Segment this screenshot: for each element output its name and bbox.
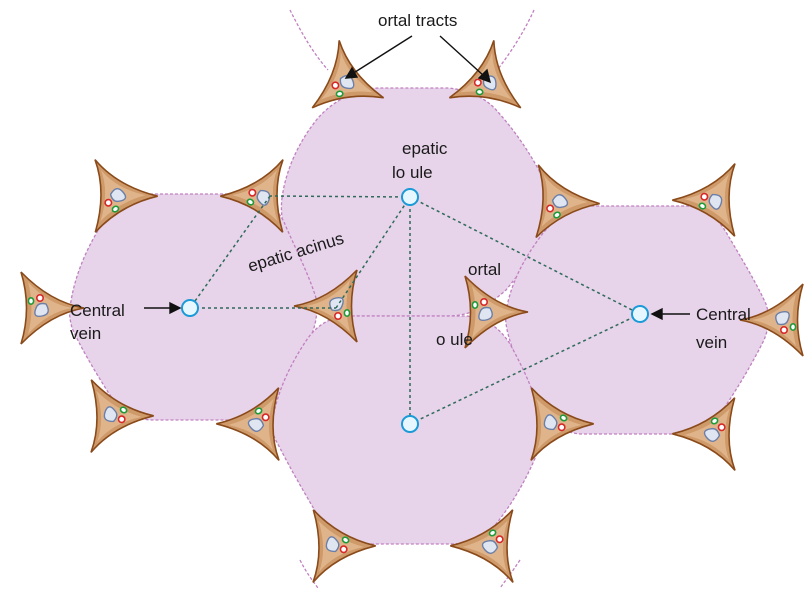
- arrowhead-icon: [169, 301, 182, 315]
- portal-tracts-label: ortal tracts: [378, 11, 457, 30]
- central-vein-right: [631, 305, 649, 323]
- central-veins: [181, 188, 649, 433]
- central-vein-bottom: [401, 415, 419, 433]
- portal-lobule-label-line2: o ule: [436, 330, 473, 349]
- acinus-edge: [269, 195, 411, 198]
- portal-lobule-edge: [409, 313, 641, 425]
- arrowhead-icon: [344, 66, 359, 79]
- acinus-edge: [189, 195, 271, 309]
- boundary-bottom-right: [499, 559, 521, 589]
- central-vein-left: [181, 299, 199, 317]
- arrowhead-icon: [650, 307, 663, 321]
- portal-tract: [302, 34, 385, 109]
- portal-tract: [448, 34, 531, 109]
- hepatic-lobule-label-line2: lo ule: [392, 163, 433, 182]
- boundary-top-left: [289, 9, 329, 71]
- acinus-edge: [335, 196, 411, 309]
- central-vein-left-line2: vein: [70, 324, 101, 343]
- central-vein-left-line1: Central: [70, 301, 125, 320]
- central-vein-right-line2: vein: [696, 333, 727, 352]
- dashed-lines: [189, 195, 641, 425]
- arrow-portal-tract-right: [439, 35, 485, 77]
- central-vein-right-line1: Central: [696, 305, 751, 324]
- boundary-bottom-left: [299, 559, 319, 589]
- lobule-boundaries: [289, 9, 535, 589]
- arrowhead-icon: [477, 68, 491, 84]
- hepatic-lobule-label-line1: epatic: [402, 139, 448, 158]
- arrows: [144, 35, 690, 321]
- central-vein-top: [401, 188, 419, 206]
- arrow-portal-tract-left: [351, 35, 413, 75]
- portal-lobule-edge: [409, 196, 641, 315]
- portal-lobule-label-line1: ortal: [468, 260, 501, 279]
- boundary-top-right: [493, 9, 535, 75]
